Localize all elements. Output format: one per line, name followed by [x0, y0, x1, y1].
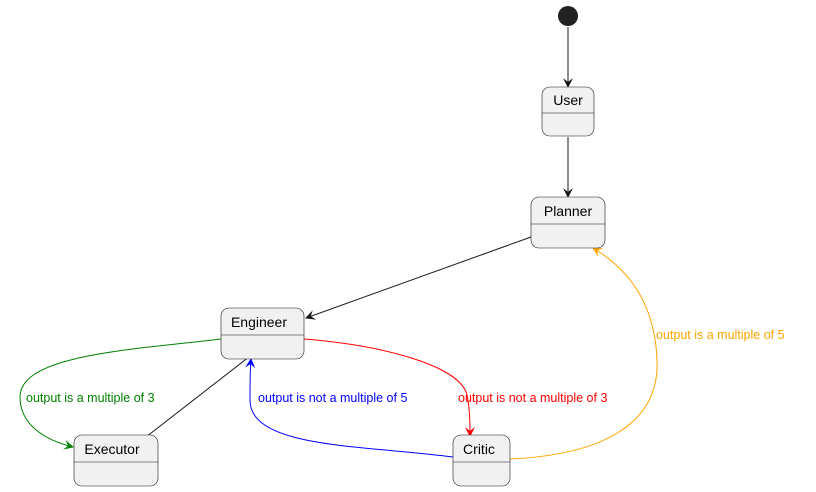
- label-critic-to-engineer: output is not a multiple of 5: [258, 391, 407, 405]
- state-planner[interactable]: Planner: [530, 196, 606, 249]
- label-engineer-to-critic: output is not a multiple of 3: [458, 391, 607, 405]
- edge-engineer-to-critic: [303, 338, 475, 437]
- state-critic-label: Critic: [463, 441, 495, 457]
- edge-critic-to-engineer: [245, 358, 454, 458]
- state-user[interactable]: User: [541, 86, 595, 137]
- state-engineer[interactable]: Engineer: [220, 307, 305, 360]
- label-engineer-to-executor: output is a multiple of 3: [26, 391, 155, 405]
- label-critic-to-planner: output is a multiple of 5: [656, 328, 785, 342]
- edge-planner-to-engineer: [305, 236, 532, 320]
- edge-engineer-to-executor: [19, 338, 222, 450]
- state-critic[interactable]: Critic: [452, 434, 511, 487]
- edge-critic-to-planner: [509, 247, 658, 460]
- state-planner-label: Planner: [544, 203, 593, 219]
- state-engineer-label: Engineer: [231, 314, 287, 330]
- state-executor-label: Executor: [84, 441, 140, 457]
- state-user-label: User: [553, 92, 583, 108]
- start-node: [558, 6, 578, 26]
- state-executor[interactable]: Executor: [73, 434, 159, 487]
- edge-executor-to-engineer: [145, 345, 264, 438]
